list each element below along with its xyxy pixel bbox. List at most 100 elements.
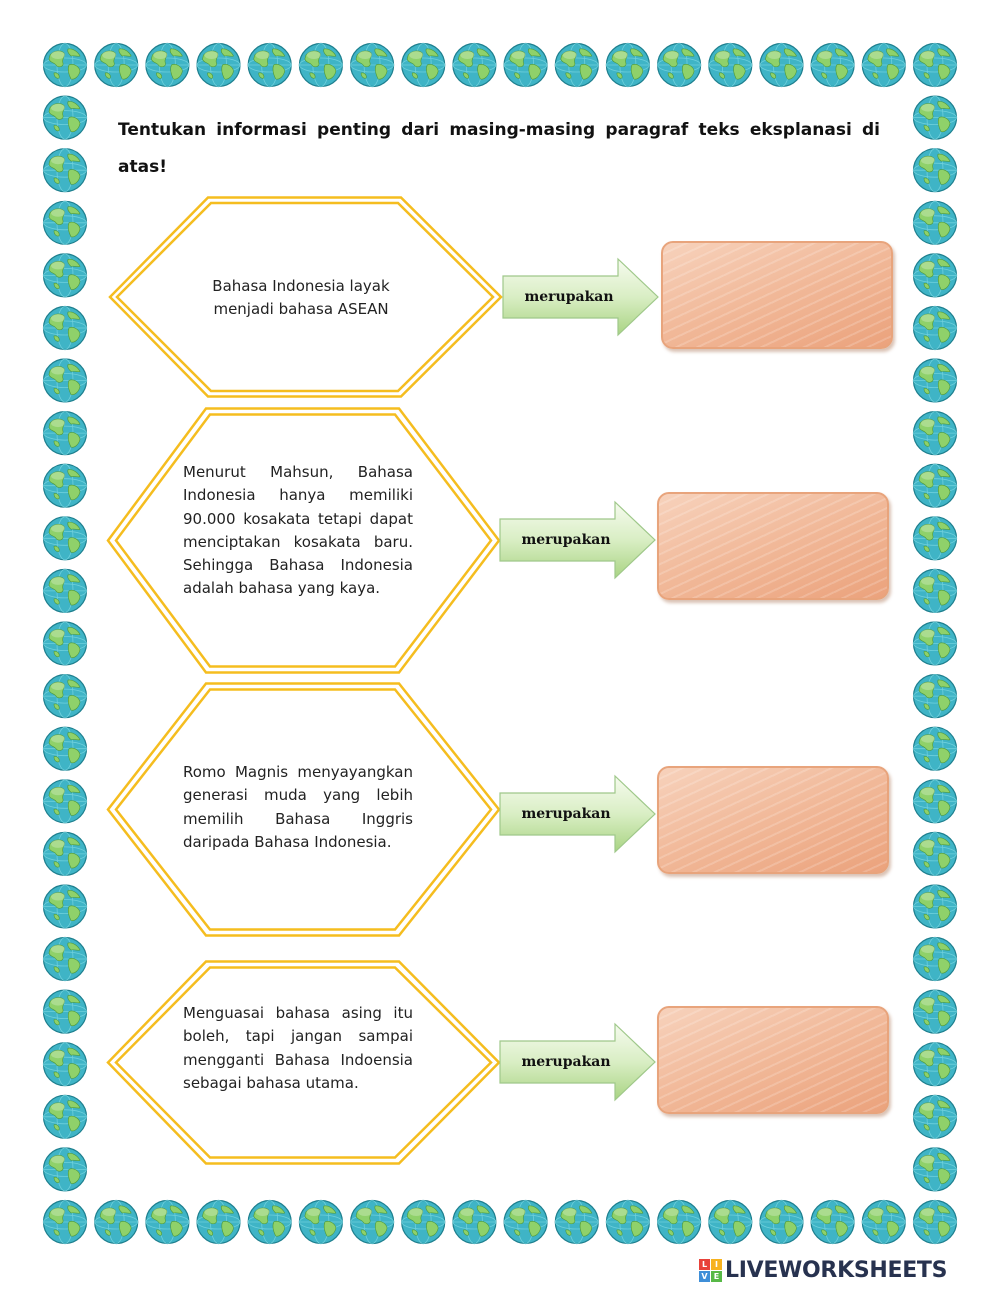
arrow-right-icon bbox=[499, 500, 656, 580]
globe-icon bbox=[452, 1199, 497, 1245]
globe-icon bbox=[912, 884, 958, 929]
answer-box-3[interactable] bbox=[657, 766, 889, 874]
logo-letter: L bbox=[699, 1258, 710, 1270]
globe-icon bbox=[912, 358, 958, 403]
answer-box-1[interactable] bbox=[661, 241, 893, 349]
globe-icon bbox=[42, 568, 88, 614]
globe-icon bbox=[94, 1199, 139, 1245]
globe-icon bbox=[401, 42, 446, 88]
globe-icon bbox=[861, 1199, 906, 1245]
globe-icon bbox=[912, 516, 958, 561]
globe-icon bbox=[708, 1199, 753, 1245]
globe-icon bbox=[912, 1199, 958, 1245]
globe-icon bbox=[42, 305, 88, 351]
hexagon-frame bbox=[108, 196, 503, 398]
arrow-right-icon bbox=[499, 774, 656, 854]
globe-icon bbox=[912, 1094, 958, 1139]
globe-icon bbox=[503, 42, 548, 88]
globe-icon bbox=[42, 148, 88, 193]
statement-hexagon-1: Bahasa Indonesia layak menjadi bahasa AS… bbox=[108, 196, 503, 398]
globe-icon bbox=[605, 42, 651, 88]
globe-icon bbox=[42, 989, 88, 1034]
logo-letter: E bbox=[711, 1270, 722, 1282]
globe-icon bbox=[247, 42, 292, 88]
globe-icon bbox=[42, 516, 88, 561]
connector-label: merupakan bbox=[521, 1054, 611, 1070]
globe-icon bbox=[452, 42, 497, 88]
hexagon-frame bbox=[106, 682, 501, 937]
globe-icon bbox=[401, 1199, 446, 1245]
globe-icon bbox=[605, 1199, 651, 1245]
globe-icon bbox=[912, 989, 958, 1034]
globe-icon bbox=[912, 726, 958, 771]
globe-icon bbox=[196, 1199, 241, 1245]
arrow-merupakan-4: merupakan bbox=[497, 1022, 659, 1102]
globe-icon bbox=[42, 726, 88, 771]
globe-icon bbox=[810, 1199, 855, 1245]
globe-icon bbox=[42, 779, 88, 824]
globe-icon bbox=[912, 42, 958, 88]
globe-icon bbox=[42, 358, 88, 403]
arrow-merupakan-2: merupakan bbox=[497, 500, 659, 580]
globe-icon bbox=[554, 42, 599, 88]
globe-icon bbox=[145, 1199, 190, 1245]
statement-text: Menguasai bahasa asing itu boleh, tapi j… bbox=[183, 1004, 413, 1092]
globe-icon bbox=[42, 621, 88, 666]
globe-icon bbox=[912, 463, 958, 508]
statement-text: Menurut Mahsun, Bahasa Indonesia hanya m… bbox=[183, 463, 413, 598]
hexagon-frame bbox=[106, 960, 501, 1165]
globe-icon bbox=[42, 42, 88, 88]
connector-label: merupakan bbox=[521, 532, 611, 548]
logo-letter: V bbox=[699, 1270, 710, 1282]
globe-icon bbox=[708, 42, 753, 88]
globe-icon bbox=[554, 1199, 599, 1245]
globe-icon bbox=[94, 42, 139, 88]
globe-icon bbox=[42, 463, 88, 508]
arrow-right-icon bbox=[502, 257, 659, 337]
globe-icon bbox=[247, 1199, 292, 1245]
globe-icon bbox=[912, 1042, 958, 1087]
globe-icon bbox=[298, 1199, 343, 1245]
globe-icon bbox=[912, 621, 958, 666]
arrow-merupakan-3: merupakan bbox=[497, 774, 659, 854]
globe-icon bbox=[42, 673, 88, 719]
globe-icon bbox=[656, 42, 702, 88]
connector-label: merupakan bbox=[521, 806, 611, 822]
liveworksheets-brand: L I V E LIVEWORKSHEETS bbox=[699, 1254, 947, 1286]
globe-icon bbox=[42, 95, 88, 140]
globe-icon bbox=[145, 42, 190, 88]
globe-icon bbox=[42, 936, 88, 982]
globe-icon bbox=[503, 1199, 548, 1245]
answer-box-4[interactable] bbox=[657, 1006, 889, 1114]
globe-icon bbox=[759, 42, 804, 88]
globe-icon bbox=[42, 411, 88, 456]
hexagon-frame bbox=[106, 407, 501, 674]
globe-icon bbox=[912, 831, 958, 877]
globe-icon bbox=[912, 673, 958, 719]
globe-icon bbox=[759, 1199, 804, 1245]
statement-text: Romo Magnis menyayangkan generasi muda y… bbox=[183, 763, 413, 851]
globe-icon bbox=[42, 831, 88, 877]
connector-label: merupakan bbox=[524, 289, 614, 305]
globe-icon bbox=[42, 1094, 88, 1139]
globe-icon bbox=[42, 1147, 88, 1192]
liveworksheets-logo-icon: L I V E bbox=[699, 1258, 722, 1282]
answer-box-2[interactable] bbox=[657, 492, 889, 600]
globe-icon bbox=[912, 936, 958, 982]
statement-hexagon-3: Romo Magnis menyayangkan generasi muda y… bbox=[106, 682, 501, 937]
globe-icon bbox=[912, 95, 958, 140]
instruction-text: Tentukan informasi penting dari masing-m… bbox=[118, 120, 880, 177]
globe-icon bbox=[912, 200, 958, 245]
globe-icon bbox=[42, 884, 88, 929]
logo-letter: I bbox=[711, 1258, 722, 1270]
globe-icon bbox=[656, 1199, 702, 1245]
globe-icon bbox=[196, 42, 241, 88]
statement-hexagon-2: Menurut Mahsun, Bahasa Indonesia hanya m… bbox=[106, 407, 501, 674]
statement-hexagon-4: Menguasai bahasa asing itu boleh, tapi j… bbox=[106, 960, 501, 1165]
globe-icon bbox=[912, 779, 958, 824]
globe-icon bbox=[42, 253, 88, 298]
globe-icon bbox=[42, 1042, 88, 1087]
globe-icon bbox=[912, 411, 958, 456]
globe-icon bbox=[861, 42, 906, 88]
globe-icon bbox=[912, 568, 958, 614]
